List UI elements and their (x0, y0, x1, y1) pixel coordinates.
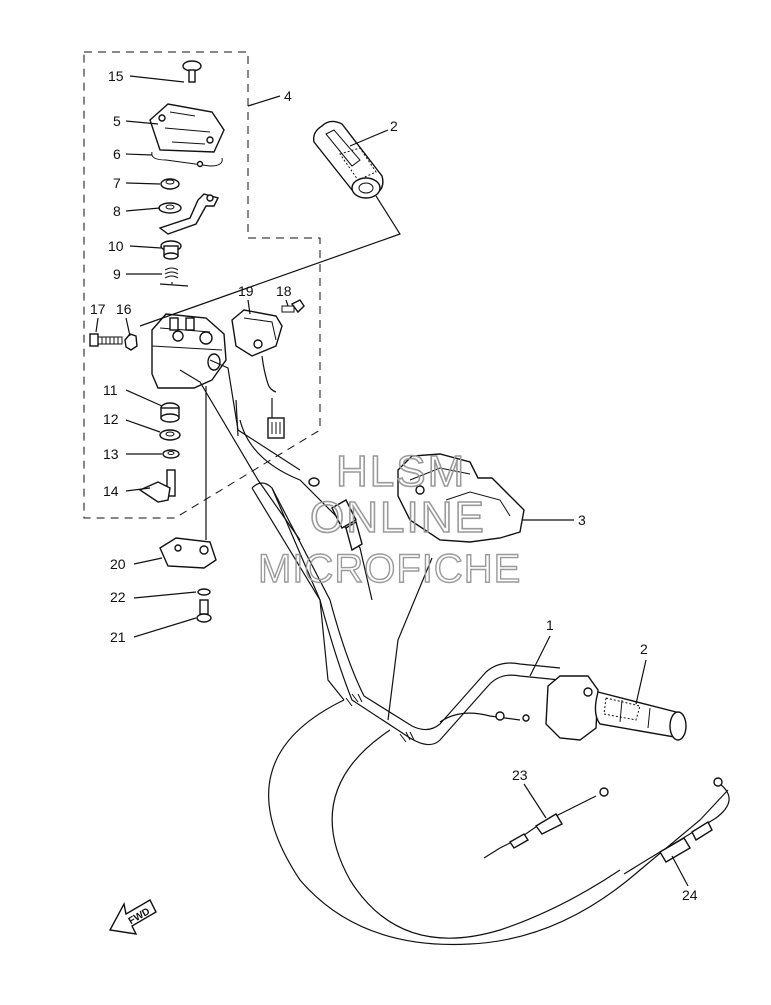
callout-9: 9 (113, 266, 162, 282)
svg-text:24: 24 (682, 887, 698, 903)
svg-text:2: 2 (640, 641, 648, 657)
callout-21: 21 (110, 617, 197, 645)
callout-24: 24 (671, 855, 698, 903)
svg-text:5: 5 (113, 113, 121, 129)
callout-17: 17 (90, 301, 106, 333)
callout-2-lower: 2 (635, 641, 648, 705)
callout-12: 12 (103, 411, 161, 433)
part-12-washer (159, 429, 181, 441)
callout-7: 7 (113, 175, 161, 191)
switch-housing (151, 313, 227, 389)
callout-10: 10 (108, 238, 162, 254)
svg-text:23: 23 (512, 767, 528, 783)
callout-5: 5 (113, 113, 159, 129)
svg-text:2: 2 (390, 118, 398, 134)
part-15-screw (182, 60, 202, 83)
svg-text:14: 14 (103, 483, 119, 499)
svg-text:10: 10 (108, 238, 124, 254)
fwd-arrow: FWD (108, 899, 157, 935)
part-11-collar (160, 402, 180, 423)
svg-text:6: 6 (113, 146, 121, 162)
svg-text:18: 18 (276, 283, 292, 299)
svg-text:12: 12 (103, 411, 119, 427)
assembly-boundary (83, 51, 321, 519)
svg-text:1: 1 (546, 617, 554, 633)
part-6-gasket (151, 151, 223, 167)
svg-text:16: 16 (116, 301, 132, 317)
svg-text:15: 15 (108, 68, 124, 84)
svg-text:4: 4 (284, 88, 292, 104)
part-9-spring (164, 267, 179, 279)
callout-8: 8 (113, 203, 161, 219)
svg-text:7: 7 (113, 175, 121, 191)
part-20-bracket (159, 537, 217, 569)
callout-1: 1 (529, 617, 554, 677)
part-1-handlebar (251, 482, 561, 746)
svg-text:HLSM: HLSM (336, 447, 466, 496)
part-16-nut (124, 333, 138, 351)
cable-end-lower (495, 711, 530, 722)
part-21-bolt (196, 599, 212, 623)
callout-3: 3 (522, 512, 586, 528)
fwd-label: FWD (127, 906, 152, 927)
callout-15: 15 (108, 68, 185, 84)
callout-14: 14 (103, 483, 151, 499)
callout-22: 22 (110, 589, 197, 605)
svg-text:9: 9 (113, 266, 121, 282)
svg-text:ONLINE: ONLINE (310, 493, 486, 542)
callout-4: 4 (247, 88, 292, 107)
callout-23: 23 (512, 767, 547, 819)
part-24-cable (623, 777, 730, 875)
part-14-lever (138, 469, 176, 503)
part-7-nut (160, 178, 180, 190)
part-18-screw (281, 299, 305, 314)
callout-6: 6 (113, 146, 153, 162)
part-23-cable (483, 787, 609, 859)
callout-18: 18 (276, 283, 292, 307)
watermark: HLSM ONLINE MICROFICHE (257, 446, 521, 592)
svg-text:22: 22 (110, 589, 126, 605)
part-5-cover (149, 103, 225, 153)
svg-text:3: 3 (578, 512, 586, 528)
part-2-grip-upper (312, 120, 384, 199)
callout-2-upper: 2 (349, 118, 398, 147)
part-17-bolt (89, 333, 123, 347)
callout-19: 19 (238, 283, 254, 315)
svg-text:21: 21 (110, 629, 126, 645)
svg-text:11: 11 (103, 382, 118, 398)
callout-11: 11 (103, 382, 163, 407)
part-2-grip-lower (594, 691, 687, 741)
callout-16: 16 (116, 301, 132, 337)
svg-text:20: 20 (110, 556, 126, 572)
cable-end-upper (308, 477, 363, 552)
callout-20: 20 (110, 556, 163, 572)
part-8-washer-lever (158, 193, 220, 235)
part-22-washer (197, 588, 211, 596)
handlebar-right-switch (545, 675, 599, 741)
svg-text:8: 8 (113, 203, 121, 219)
part-13-washer (162, 449, 180, 459)
part-10-collar (160, 240, 182, 260)
svg-text:19: 19 (238, 283, 254, 299)
part-19-switch (231, 309, 285, 439)
part-3-throttle-housing (397, 453, 525, 543)
callout-13: 13 (103, 446, 162, 462)
svg-text:13: 13 (103, 446, 119, 462)
svg-text:MICROFICHE: MICROFICHE (258, 547, 521, 591)
svg-text:17: 17 (90, 301, 106, 317)
